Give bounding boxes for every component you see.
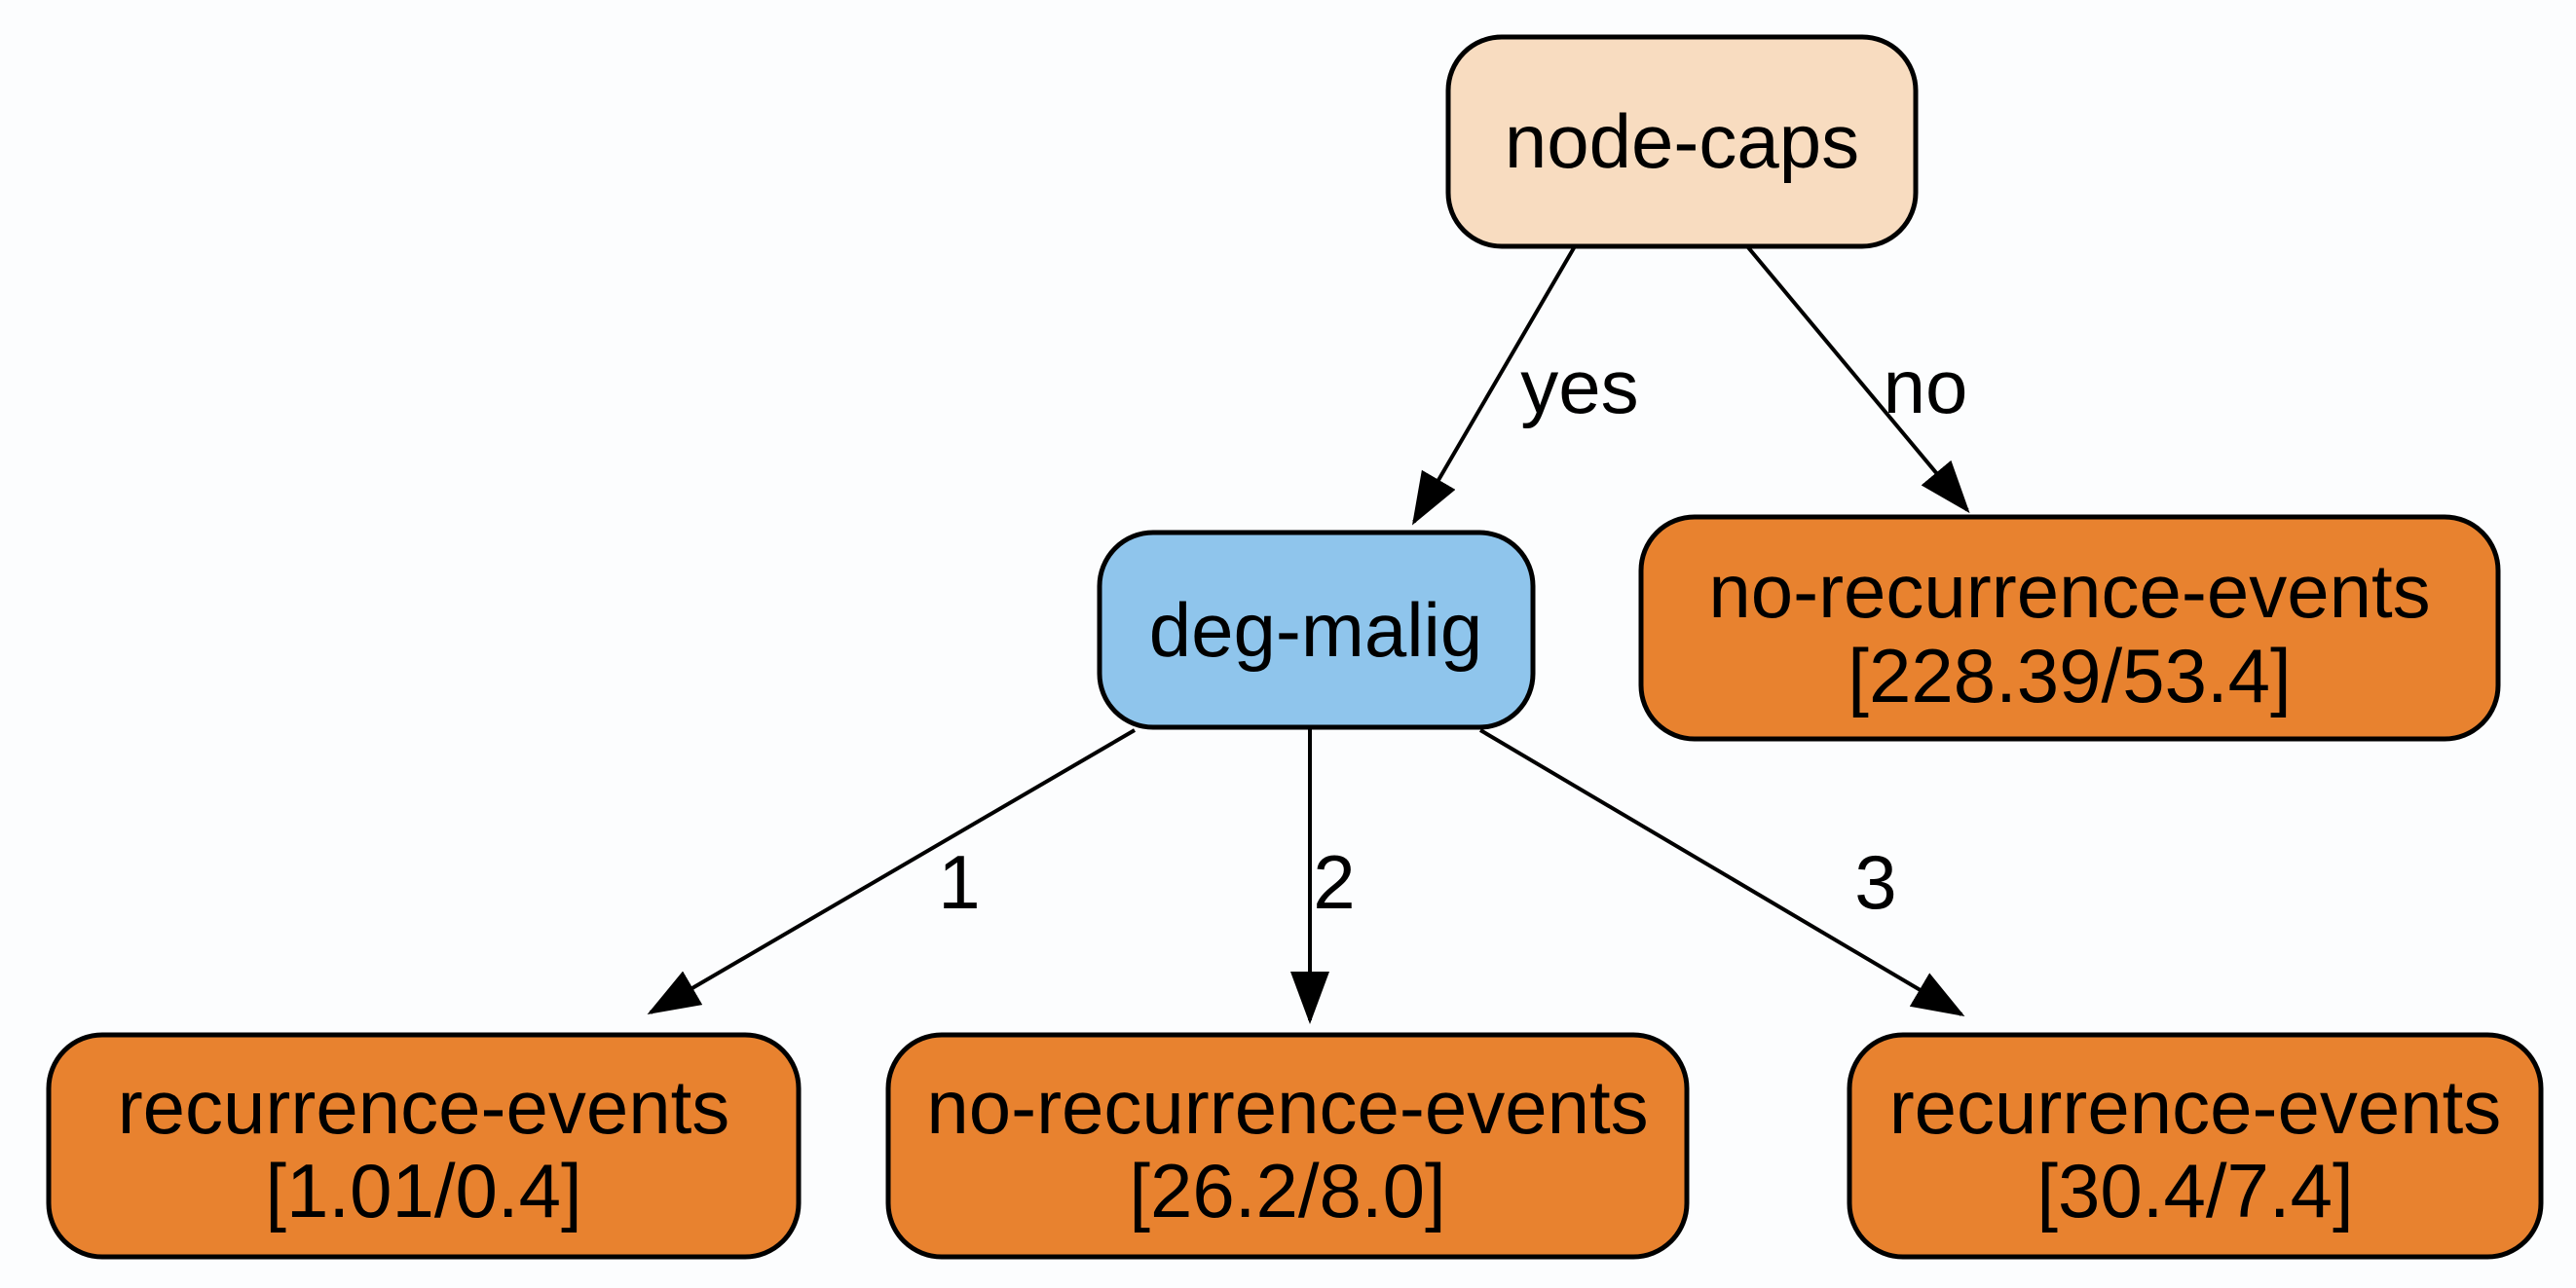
leaf-recurrence-events-1-label: recurrence-events bbox=[118, 1064, 730, 1150]
leaf-no-recurrence-events-26-counts: [26.2/8.0] bbox=[1129, 1148, 1445, 1233]
edge-deg-malig-1: 1 bbox=[647, 728, 1137, 1015]
node-caps-shape[interactable] bbox=[1445, 34, 1919, 249]
leaf-recurrence-events-1[interactable]: recurrence-events [1.01/0.4] bbox=[46, 1032, 802, 1260]
leaf-recurrence-events-30[interactable]: recurrence-events [30.4/7.4] bbox=[1847, 1032, 2544, 1260]
leaf-recurrence-events-1-counts: [1.01/0.4] bbox=[265, 1148, 581, 1233]
leaf-no-recurrence-events-228-label: no-recurrence-events bbox=[1708, 548, 2430, 634]
edge-deg-malig-3: 3 bbox=[1478, 728, 1965, 1017]
leaf-no-recurrence-events-228-shape[interactable] bbox=[1638, 514, 2501, 742]
edge-no-label: no bbox=[1884, 344, 1968, 429]
deg-malig-shape[interactable] bbox=[1097, 530, 1536, 730]
edge-2-label: 2 bbox=[1313, 839, 1355, 925]
leaf-no-recurrence-events-228[interactable]: no-recurrence-events [228.39/53.4] bbox=[1638, 514, 2501, 742]
edge-yes-label: yes bbox=[1520, 344, 1638, 429]
edge-3-line bbox=[1478, 728, 1965, 1017]
leaf-no-recurrence-events-26[interactable]: no-recurrence-events [26.2/8.0] bbox=[885, 1032, 1690, 1260]
node-deg-malig[interactable]: deg-malig bbox=[1097, 530, 1536, 730]
leaf-recurrence-events-30-label: recurrence-events bbox=[1889, 1064, 2502, 1150]
node-node-caps[interactable]: node-caps bbox=[1445, 34, 1919, 249]
edge-1-line bbox=[647, 728, 1137, 1015]
leaf-no-recurrence-events-26-label: no-recurrence-events bbox=[926, 1064, 1648, 1150]
leaf-no-recurrence-events-26-shape[interactable] bbox=[885, 1032, 1690, 1260]
leaf-recurrence-events-30-shape[interactable] bbox=[1847, 1032, 2544, 1260]
leaf-recurrence-events-30-counts: [30.4/7.4] bbox=[2036, 1148, 2353, 1233]
edge-no-line bbox=[1745, 244, 1970, 514]
edge-node-caps-yes: yes bbox=[1411, 244, 1639, 526]
deg-malig-label: deg-malig bbox=[1149, 587, 1483, 673]
node-caps-label: node-caps bbox=[1505, 98, 1859, 184]
edge-3-label: 3 bbox=[1854, 839, 1896, 925]
leaf-no-recurrence-events-228-counts: [228.39/53.4] bbox=[1848, 633, 2291, 718]
edge-1-label: 1 bbox=[938, 839, 980, 925]
edge-deg-malig-2: 2 bbox=[1290, 727, 1356, 1024]
edge-yes-line bbox=[1411, 244, 1577, 526]
leaf-recurrence-events-1-shape[interactable] bbox=[46, 1032, 802, 1260]
edge-node-caps-no: no bbox=[1745, 244, 1970, 514]
